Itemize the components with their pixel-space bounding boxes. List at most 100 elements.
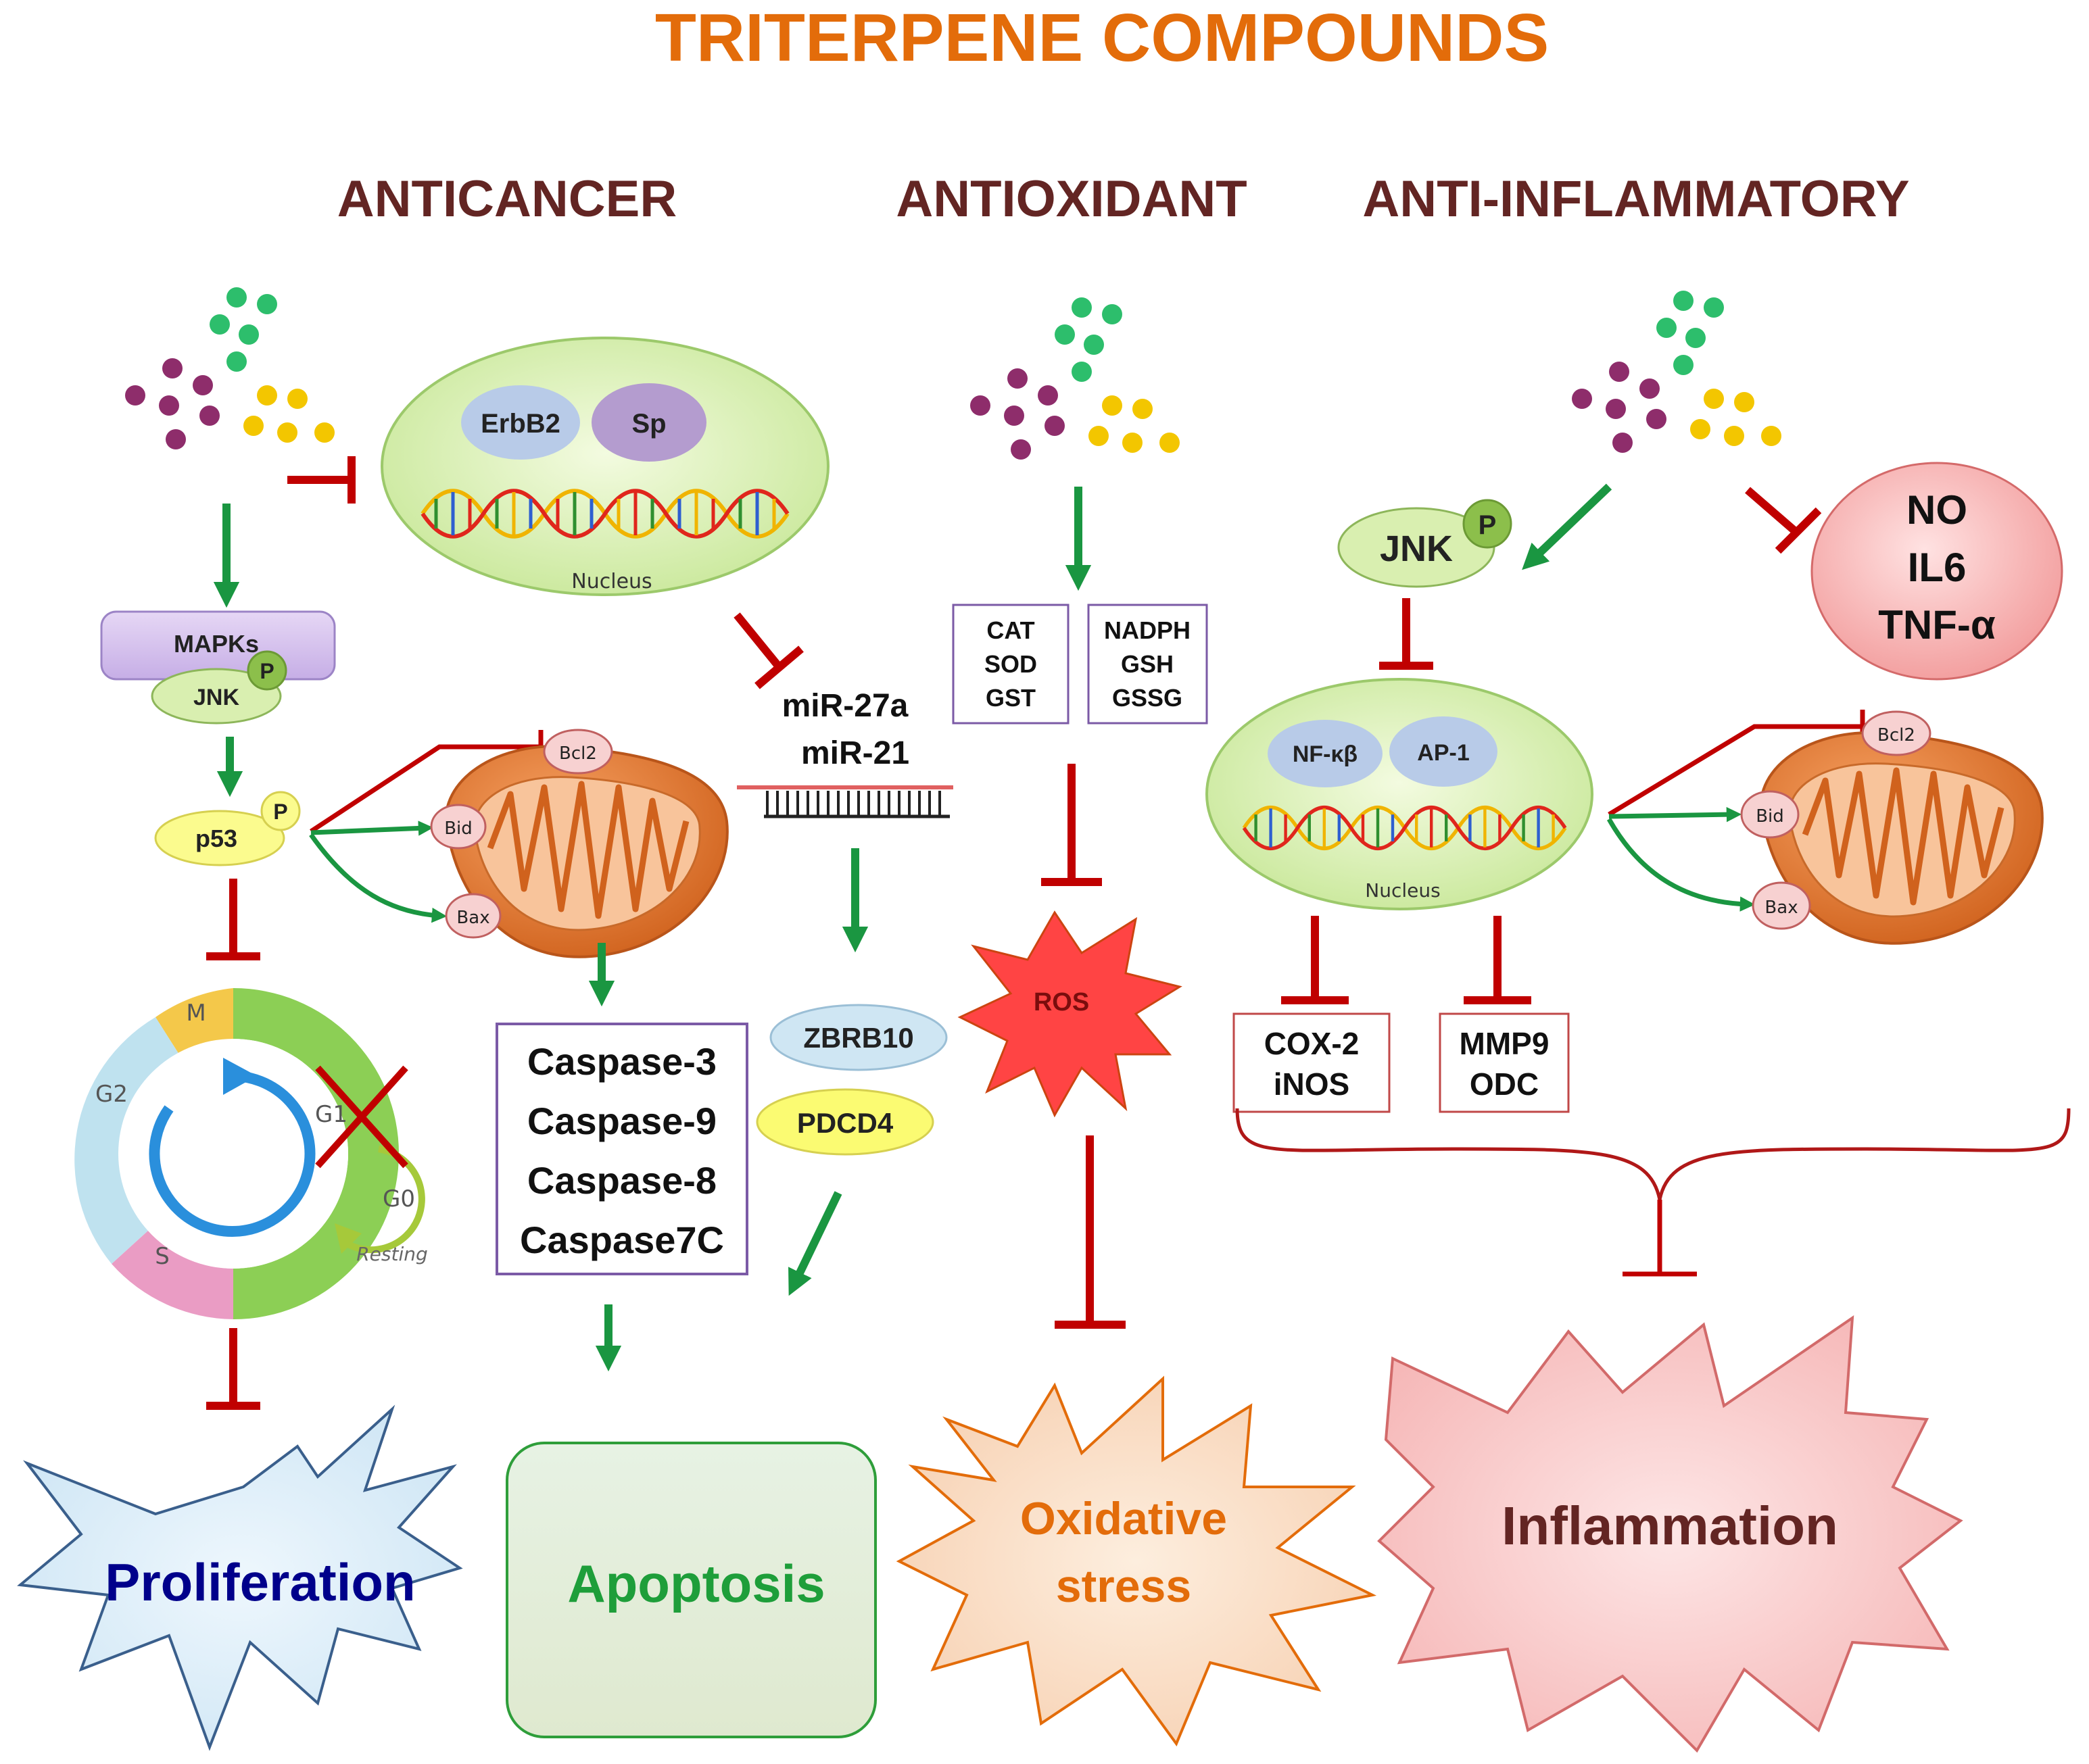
enzyme-nadph: NADPH bbox=[1104, 616, 1191, 644]
phase-m: M bbox=[186, 1000, 206, 1027]
inflammation-label: Inflammation bbox=[1502, 1496, 1838, 1556]
p53-node: p53 P bbox=[154, 791, 301, 866]
inhibit-ros bbox=[1041, 764, 1102, 886]
inhibit-cell-cycle bbox=[206, 879, 260, 960]
zbrb10-label: ZBRB10 bbox=[803, 1022, 913, 1054]
sp-label: Sp bbox=[631, 409, 666, 439]
bax-label: Bax bbox=[456, 908, 489, 928]
inhibit-nucleus bbox=[287, 456, 356, 504]
mapks-complex: MAPKs JNK P bbox=[100, 610, 336, 725]
arrow-pdcd4-to-apoptosis bbox=[788, 1191, 842, 1296]
enzyme-cat: CAT bbox=[986, 616, 1034, 644]
cox2-label: COX-2 bbox=[1264, 1026, 1360, 1061]
phase-g0: G0 bbox=[383, 1185, 415, 1212]
apoptosis-label: Apoptosis bbox=[567, 1554, 825, 1613]
mmp9-label: MMP9 bbox=[1460, 1026, 1550, 1061]
odc-label: ODC bbox=[1470, 1067, 1539, 1102]
zbrb10-node: ZBRB10 bbox=[769, 1004, 948, 1071]
jnk-node-inflammatory: JNK P bbox=[1337, 499, 1512, 588]
cell-cycle-wheel: M G1 G2 S G0 Resting bbox=[74, 988, 428, 1319]
bax-node-inflammatory: Bax bbox=[1752, 881, 1811, 930]
enzyme-gssg: GSSG bbox=[1112, 684, 1182, 712]
caspase-box: Caspase-3 Caspase-9 Caspase-8 Caspase7C bbox=[496, 1023, 748, 1275]
mapks-label: MAPKs bbox=[174, 630, 259, 658]
ros-label: ROS bbox=[1034, 988, 1089, 1016]
mediators-node: NO IL6 TNF-α bbox=[1810, 462, 2063, 681]
nucleus-anticancer: ErbB2 Sp Nucleus bbox=[381, 337, 830, 596]
bid-label: Bid bbox=[444, 818, 473, 839]
erbb2-label: ErbB2 bbox=[481, 409, 560, 439]
proliferation-label: Proliferation bbox=[105, 1552, 415, 1612]
mir21-label: miR-21 bbox=[801, 735, 909, 771]
phospho-label-p53: P bbox=[273, 800, 287, 824]
bax-label-inflammatory: Bax bbox=[1764, 898, 1798, 918]
page-title: TRITERPENE COMPOUNDS bbox=[655, 0, 1549, 76]
enzyme-gst: GST bbox=[986, 684, 1036, 712]
phospho-label-jnk: P bbox=[1479, 510, 1497, 540]
bcl2-node-anticancer: Bcl2 bbox=[543, 729, 613, 775]
jnk-label-inflammatory: JNK bbox=[1380, 529, 1453, 569]
ap1-label: AP-1 bbox=[1417, 740, 1469, 766]
phospho-label-mapk: P bbox=[260, 659, 274, 683]
inhibit-nfkb-nucleus bbox=[1379, 598, 1433, 670]
inhibit-proliferation bbox=[206, 1328, 260, 1410]
bax-node-anticancer: Bax bbox=[445, 893, 502, 939]
inhibit-mirna bbox=[734, 612, 804, 689]
resting-label: Resting bbox=[356, 1243, 428, 1265]
inhibit-bcl2-inflammatory bbox=[1608, 724, 1863, 816]
enzyme-box-right: NADPH GSH GSSG bbox=[1087, 604, 1208, 725]
nucleus-label-inflammatory: Nucleus bbox=[1365, 879, 1440, 902]
arrow-to-bax-inflammatory bbox=[1606, 818, 1756, 912]
inhibit-mediators bbox=[1745, 487, 1822, 554]
mirna-strand-icon bbox=[737, 785, 953, 818]
jnk-label-anticancer: JNK bbox=[193, 685, 239, 710]
inhibit-oxidative-stress bbox=[1055, 1135, 1126, 1329]
proliferation-outcome: Proliferation bbox=[17, 1404, 463, 1751]
compound-dots-antioxidant bbox=[970, 297, 1180, 460]
oxidative-label-1: Oxidative bbox=[1020, 1493, 1227, 1544]
inhibit-bcl2-anticancer bbox=[310, 744, 541, 833]
mediator-tnf: TNF-α bbox=[1878, 602, 1996, 647]
caspase-9: Caspase-9 bbox=[527, 1100, 717, 1142]
cox2-box: COX-2 iNOS bbox=[1232, 1012, 1391, 1113]
pdcd4-label: PDCD4 bbox=[797, 1107, 894, 1139]
nucleus-inflammatory: NF-κβ AP-1 Nucleus bbox=[1205, 678, 1593, 910]
caspase-3: Caspase-3 bbox=[527, 1040, 717, 1083]
compound-dots-anticancer bbox=[125, 287, 335, 449]
p53-label: p53 bbox=[195, 825, 237, 852]
convergence-brace bbox=[1235, 1108, 2071, 1200]
nfkb-label: NF-κβ bbox=[1293, 741, 1358, 767]
inhibit-cox2 bbox=[1281, 916, 1349, 1004]
bcl2-node-inflammatory: Bcl2 bbox=[1861, 710, 1931, 756]
caspase-8: Caspase-8 bbox=[527, 1159, 717, 1202]
bid-node-anticancer: Bid bbox=[430, 804, 487, 850]
phase-g2: G2 bbox=[95, 1081, 128, 1108]
heading-antioxidant: ANTIOXIDANT bbox=[896, 170, 1247, 228]
mmp9-box: MMP9 ODC bbox=[1439, 1012, 1570, 1113]
heading-anticancer: ANTICANCER bbox=[337, 170, 677, 228]
inos-label: iNOS bbox=[1274, 1067, 1349, 1102]
phase-s: S bbox=[155, 1243, 170, 1270]
mediator-il6: IL6 bbox=[1908, 545, 1967, 590]
arrow-to-jnk bbox=[1522, 483, 1612, 570]
heading-antiinflammatory: ANTI-INFLAMMATORY bbox=[1362, 170, 1909, 228]
inflammation-outcome: Inflammation bbox=[1377, 1315, 1963, 1753]
enzyme-box-left: CAT SOD GST bbox=[952, 604, 1070, 725]
phase-g1: G1 bbox=[315, 1101, 347, 1128]
bid-label-inflammatory: Bid bbox=[1756, 806, 1784, 827]
mir27a-label: miR-27a bbox=[782, 688, 909, 724]
pdcd4-node: PDCD4 bbox=[756, 1088, 934, 1156]
caspase-7c: Caspase7C bbox=[520, 1219, 724, 1261]
enzyme-gsh: GSH bbox=[1121, 650, 1174, 678]
enzyme-sod: SOD bbox=[984, 650, 1037, 678]
mediator-no: NO bbox=[1906, 487, 1967, 533]
inhibit-mmp9 bbox=[1464, 916, 1531, 1004]
arrow-to-bid-anticancer bbox=[310, 820, 434, 836]
arrow-to-bid-inflammatory bbox=[1608, 806, 1742, 823]
oxidative-label-2: stress bbox=[1056, 1561, 1191, 1612]
nucleus-label: Nucleus bbox=[571, 570, 652, 593]
ros-star: ROS bbox=[957, 910, 1182, 1118]
bcl2-label: Bcl2 bbox=[559, 743, 597, 764]
compound-dots-antiinflammatory bbox=[1572, 291, 1781, 453]
